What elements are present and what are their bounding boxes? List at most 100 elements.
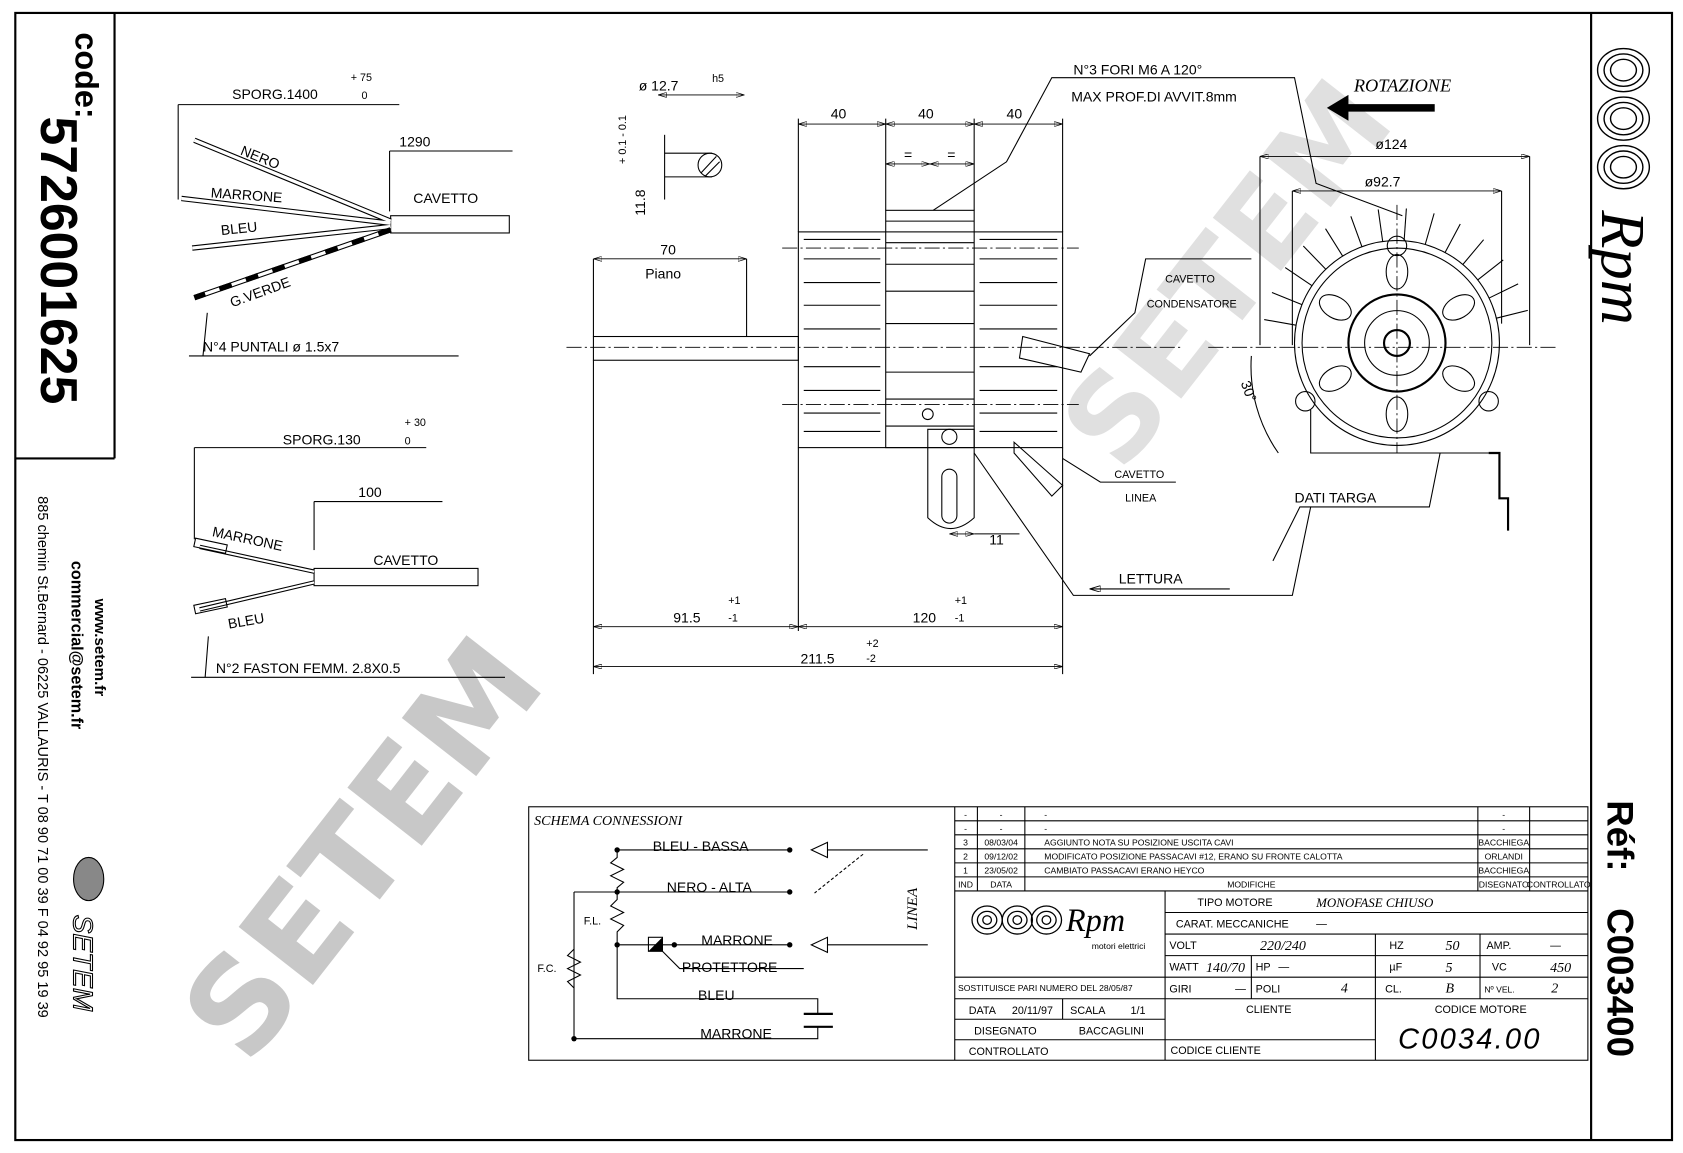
cooling-fin [1462, 239, 1485, 265]
address: 885 chemin St.Bernard - 06225 VALLAURIS … [34, 496, 50, 1018]
motor-side-view: ø 12.7 h5 11.8 + 0.1 - 0.1 40 40 40 = = … [566, 61, 1403, 675]
cooling-fin [1325, 228, 1344, 257]
endshield-window [1385, 254, 1409, 290]
data-value: 20/11/97 [1012, 1005, 1053, 1017]
len-total-tol-minus: -2 [866, 653, 876, 665]
dim-40-a: 40 [831, 106, 847, 122]
rev-description: - [1044, 824, 1047, 834]
amp-label: AMP. [1486, 940, 1511, 952]
cl-label: CL. [1385, 983, 1402, 995]
cooling-fin [1271, 291, 1303, 306]
eq-a: = [904, 147, 912, 163]
volt-value: 220/240 [1260, 939, 1306, 954]
giri-value: — [1235, 983, 1246, 995]
rev-date: - [1000, 810, 1003, 820]
rev-drawn-by: BACCHIEGA [1478, 838, 1529, 848]
contact-info: www.setem.fr commercial@setem.fr 885 che… [34, 496, 108, 1018]
cable-4-wires: SPORG.1400 + 75 0 1290 CAVETTO NERO MARR… [177, 72, 513, 357]
rev-header-disegnato: DISEGNATO [1479, 880, 1529, 890]
hz-label: HZ [1389, 940, 1404, 952]
poli-label: POLI [1256, 983, 1281, 995]
rev-ind: 2 [963, 852, 968, 862]
flat-dim: 11.8 [632, 189, 648, 215]
code-label: code: [69, 32, 105, 118]
bleu-label: BLEU [698, 987, 735, 1003]
nvel-label: Nº VEL. [1484, 984, 1514, 994]
rev-drawn-by: - [1502, 810, 1505, 820]
wire-marrone-2: MARRONE [211, 523, 284, 554]
rev-drawn-by: - [1502, 824, 1505, 834]
motor-front-view: ROTAZIONE ø124 ø92.7 30° DATI TARGA [1208, 76, 1559, 562]
scala-label: SCALA [1070, 1005, 1106, 1017]
shaft-tol: h5 [712, 73, 724, 85]
rpm-logo-vertical: Rpm [1588, 47, 1658, 325]
capacitor [803, 1012, 833, 1028]
rev-drawn-by: BACCHIEGA [1478, 866, 1529, 876]
resistor-fl [609, 849, 625, 945]
tipo-value: MONOFASE CHIUSO [1315, 895, 1434, 910]
nero-alta: NERO - ALTA [667, 879, 753, 895]
cooling-fin [1284, 267, 1313, 287]
cooling-fin [1496, 309, 1528, 319]
giri-label: GIRI [1169, 983, 1191, 995]
sporg-1400-tol-plus: + 75 [351, 72, 372, 84]
data-label: DATA [969, 1005, 997, 1017]
line-cable [1013, 441, 1064, 497]
cable-sheath [390, 215, 510, 234]
amp-value: — [1550, 940, 1561, 952]
scala-value: 1/1 [1131, 1005, 1146, 1017]
fc-label: F.C. [537, 963, 556, 975]
watt-value: 140/70 [1206, 961, 1245, 976]
rev-ind: - [964, 810, 967, 820]
rev-description: - [1044, 810, 1047, 820]
holes-note-2: MAX PROF.DI AVVIT.8mm [1071, 88, 1237, 104]
capacitor-cable [1018, 335, 1091, 373]
cavetto-linea-2: LINEA [1125, 493, 1157, 505]
cable-sheath-2 [313, 567, 479, 587]
setem-wordmark: SETEM [68, 915, 99, 1012]
rev-date: - [1000, 824, 1003, 834]
sporg-1400-tol-minus: 0 [362, 90, 368, 102]
fl-label: F.L. [584, 915, 601, 927]
rev-header-date: DATA [990, 880, 1012, 890]
codice-motore-value: C0034.00 [1398, 1023, 1542, 1055]
protettore-label: PROTETTORE [682, 959, 778, 975]
wire-bleu: BLEU [220, 218, 258, 238]
wire-marrone: MARRONE [210, 184, 283, 205]
nvel-value: 2 [1551, 981, 1558, 996]
sporg-1400: SPORG.1400 [232, 86, 318, 102]
hp-label: HP [1256, 962, 1271, 974]
cooling-fin [1350, 216, 1363, 247]
cl-value: B [1446, 981, 1455, 996]
rev-header-controllato: CONTROLLATO [1527, 880, 1591, 890]
sporg-130-tol-minus: 0 [405, 435, 411, 447]
dim-40-c: 40 [1007, 106, 1023, 122]
sporg-130: SPORG.130 [283, 431, 361, 447]
len-body-tol-plus: +1 [955, 595, 967, 607]
rev-description: AGGIUNTO NOTA SU POSIZIONE USCITA CAVI [1044, 838, 1233, 848]
rev-date: 23/05/02 [984, 866, 1018, 876]
cavetto-label: CAVETTO [413, 190, 478, 206]
rotation-arrow-icon [1326, 94, 1349, 121]
cooling-fin [1488, 283, 1519, 299]
disegnato-label: DISEGNATO [974, 1025, 1036, 1037]
len-total: 211.5 [801, 650, 835, 666]
cooling-fin [1264, 319, 1297, 326]
dia-inner: ø92.7 [1365, 174, 1401, 190]
cooling-fin [1403, 208, 1407, 241]
terminals-4: N°4 PUNTALI ø 1.5x7 [203, 339, 339, 355]
cooling-fin [1302, 245, 1327, 270]
hz-value: 50 [1446, 939, 1460, 954]
len-shaft: 91.5 [673, 609, 700, 625]
endshield-window [1442, 365, 1476, 392]
shaft-dia: ø 12.7 [639, 78, 679, 94]
title-block: SCHEMA CONNESSIONI BLEU - BASSA NERO - A… [528, 806, 1591, 1061]
code-box: code: 5726001625 [30, 32, 105, 404]
endshield-window [1318, 365, 1352, 392]
rev-drawn-by: ORLANDI [1485, 852, 1523, 862]
shaft-section [697, 152, 723, 178]
eq-b: = [947, 147, 955, 163]
len-shaft-tol-plus: +1 [728, 595, 740, 607]
